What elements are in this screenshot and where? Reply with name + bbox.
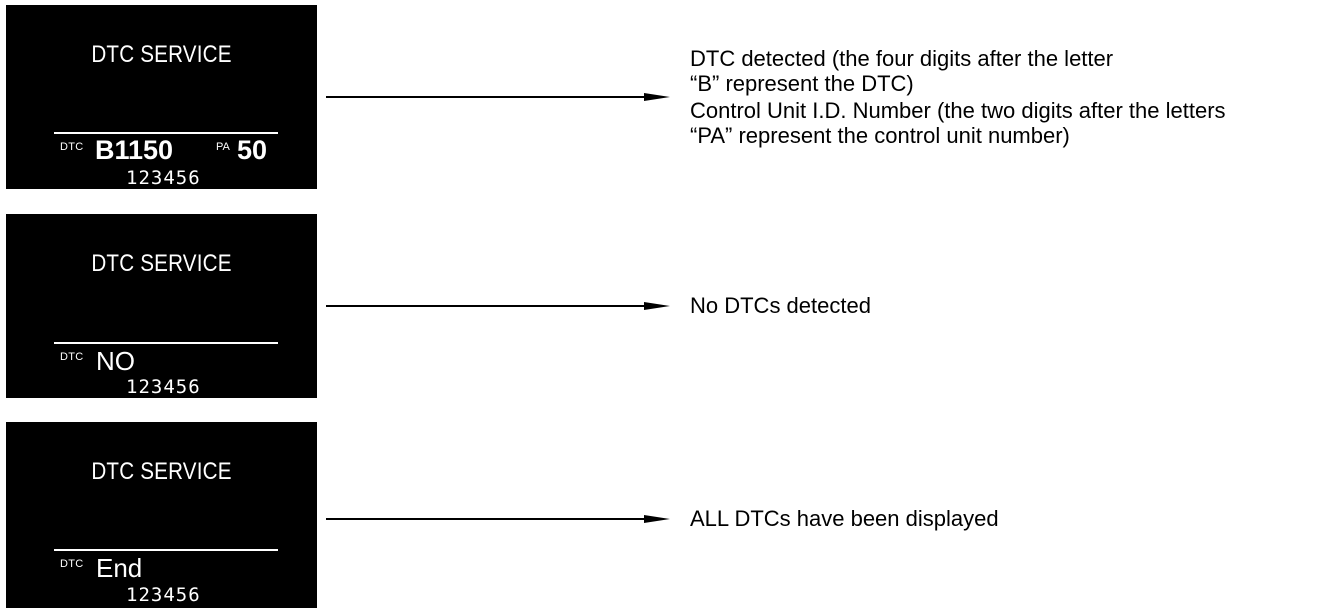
description-line: DTC detected (the four digits after the … xyxy=(690,46,1114,71)
screen-title: DTC SERVICE xyxy=(91,41,232,68)
pa-prefix-label: PA xyxy=(216,141,230,153)
description-line: “PA” represent the control unit number) xyxy=(690,123,1070,148)
arrow-right-icon xyxy=(326,302,670,310)
arrow-right-icon xyxy=(326,93,670,101)
description-line: Control Unit I.D. Number (the two digits… xyxy=(690,98,1226,123)
display-screen-no-dtc: DTC SERVICE DTC NO 123456 xyxy=(6,214,317,398)
screen-title: DTC SERVICE xyxy=(91,250,232,277)
dtc-prefix-label: DTC xyxy=(60,558,84,570)
description-line: No DTCs detected xyxy=(690,293,871,318)
serial-number: 123456 xyxy=(126,584,201,606)
control-unit-number: 50 xyxy=(237,135,268,165)
description-no-dtc: No DTCs detected xyxy=(690,293,871,318)
dtc-prefix-label: DTC xyxy=(60,351,84,363)
arrow-right-icon xyxy=(326,515,670,523)
description-line: “B” represent the DTC) xyxy=(690,71,914,96)
screen-title: DTC SERVICE xyxy=(91,458,232,485)
dtc-status: NO xyxy=(96,346,135,376)
description-dtc-detected: DTC detected (the four digits after the … xyxy=(690,46,1226,148)
description-all-displayed: ALL DTCs have been displayed xyxy=(690,506,999,531)
serial-number: 123456 xyxy=(126,167,201,189)
serial-number: 123456 xyxy=(126,376,201,398)
dtc-status: End xyxy=(96,553,143,583)
screen-divider xyxy=(54,342,278,344)
display-screen-dtc-end: DTC SERVICE DTC End 123456 xyxy=(6,422,317,608)
screen-divider xyxy=(54,132,278,134)
description-line: ALL DTCs have been displayed xyxy=(690,506,999,531)
dtc-code: B1150 xyxy=(95,135,174,165)
display-screen-dtc-detected: DTC SERVICE DTC B1150 PA 50 123456 xyxy=(6,5,317,189)
dtc-prefix-label: DTC xyxy=(60,141,84,153)
screen-divider xyxy=(54,549,278,551)
